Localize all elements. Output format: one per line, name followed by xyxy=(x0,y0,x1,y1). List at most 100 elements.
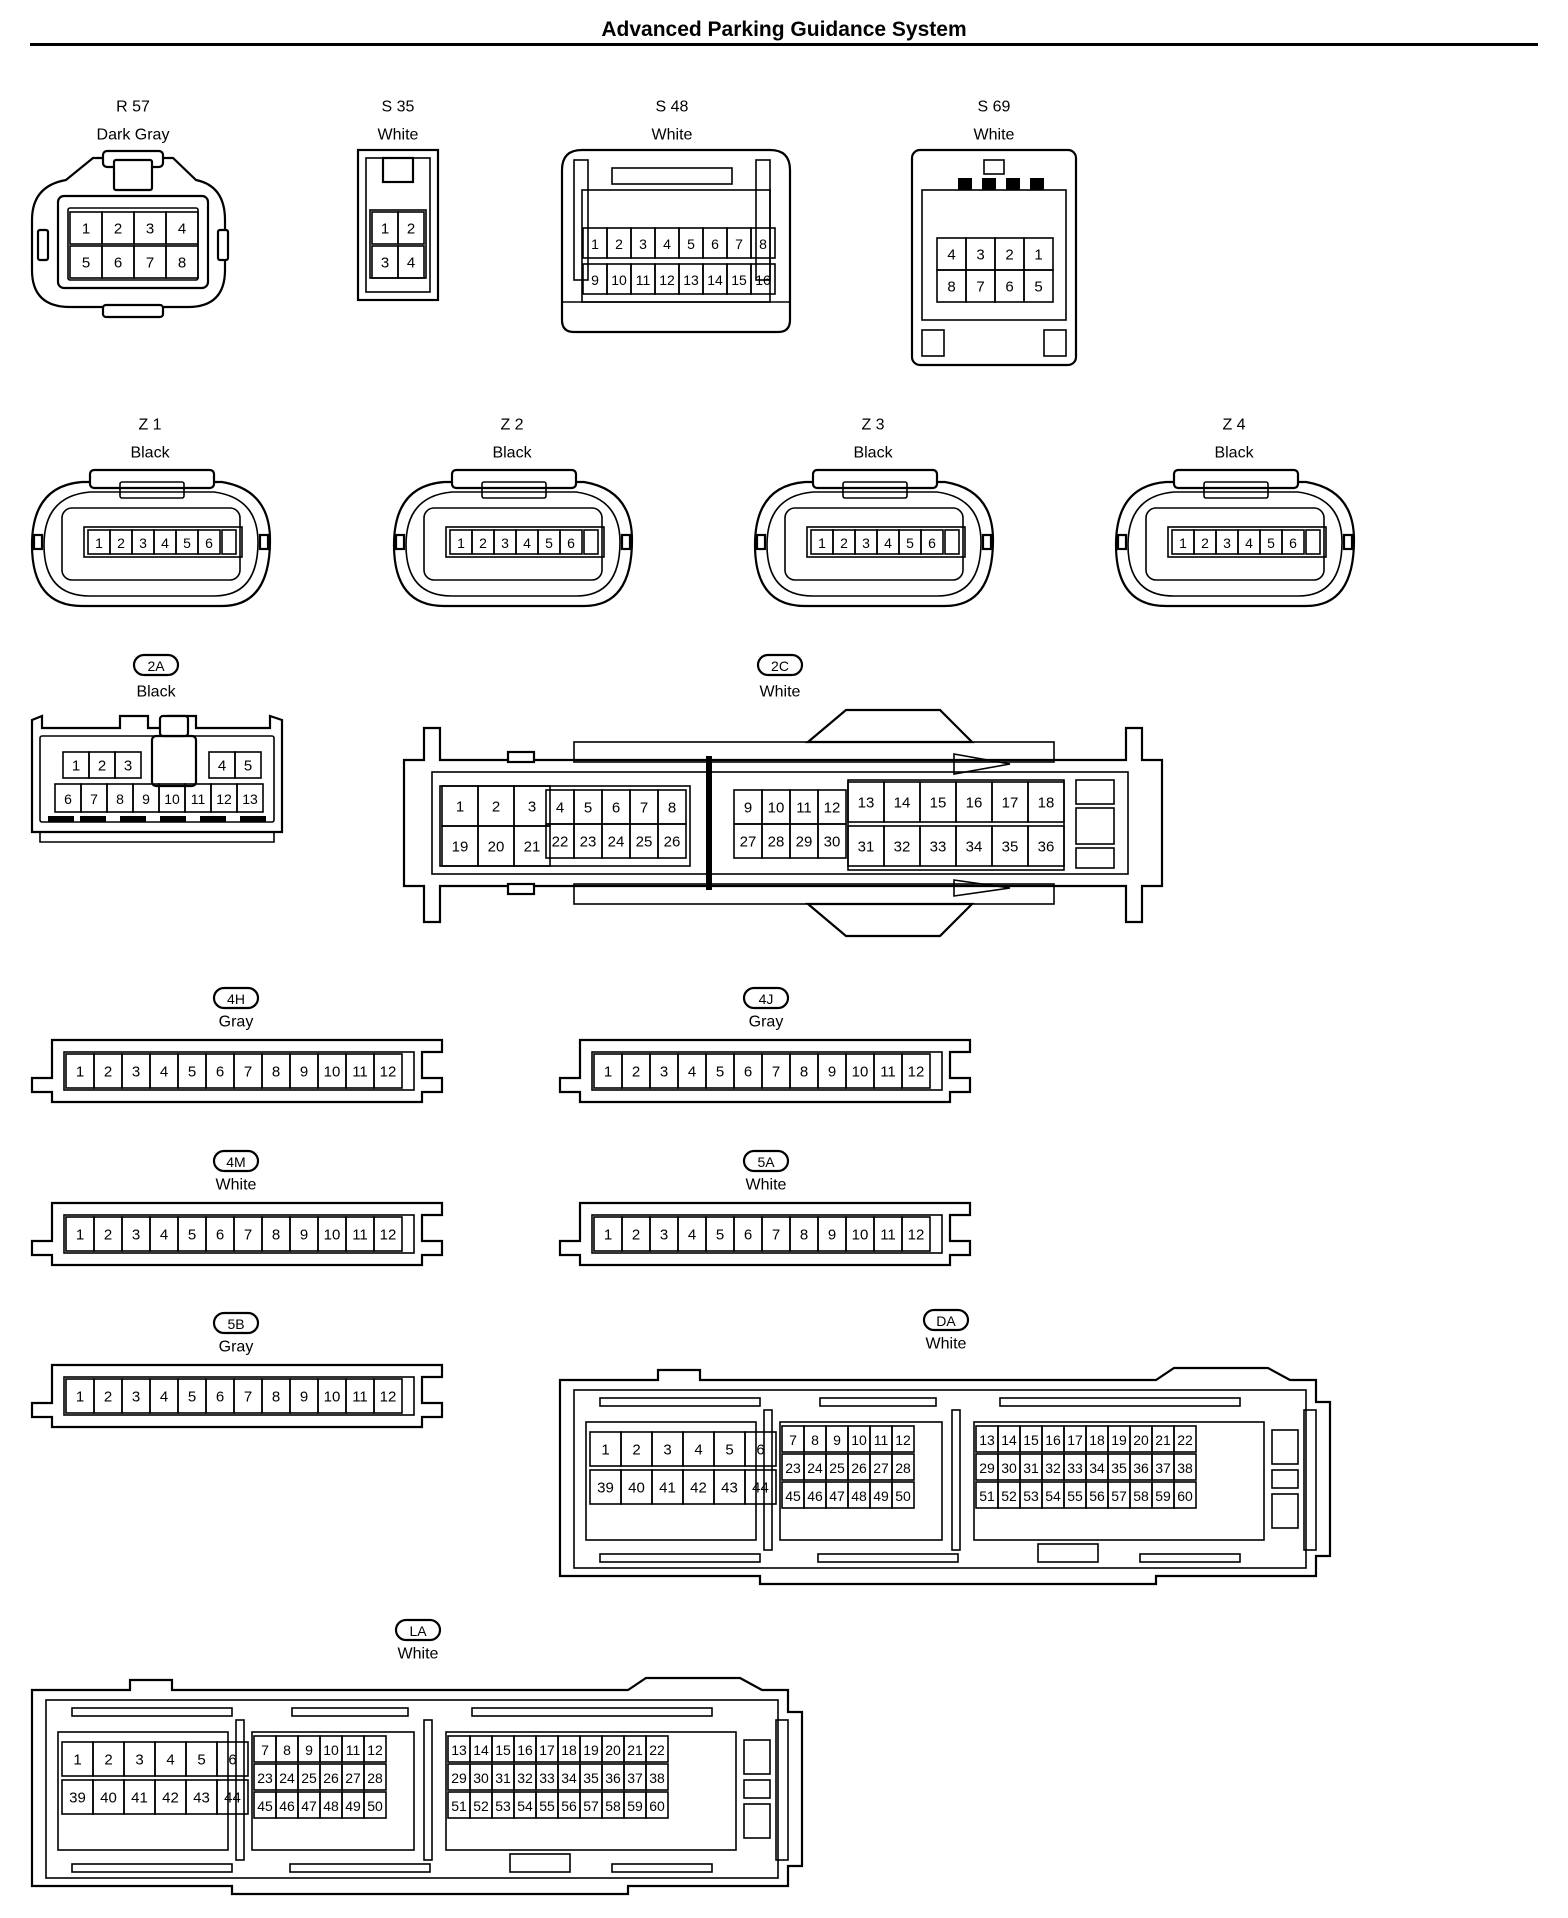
pin-number: 6 xyxy=(64,791,72,807)
pin-number: 55 xyxy=(1067,1488,1083,1504)
pin-number: 10 xyxy=(611,272,627,288)
pin-cell xyxy=(891,1425,915,1453)
pin-number: 6 xyxy=(1005,279,1013,296)
pin-number: 4 xyxy=(218,758,226,775)
pin-cell xyxy=(373,1216,403,1252)
connector-id: Z 1 xyxy=(138,417,161,434)
pin-number: 6 xyxy=(216,1064,224,1081)
pin-number: 17 xyxy=(1002,795,1019,812)
pin-cell xyxy=(363,1791,387,1819)
pin-number: 4 xyxy=(1245,535,1253,551)
latch-tab xyxy=(982,178,996,190)
housing-part xyxy=(1075,779,1115,805)
pin-number: 11 xyxy=(880,1227,896,1244)
rib xyxy=(240,816,266,822)
pin-cell xyxy=(645,1791,669,1819)
pin-number: 21 xyxy=(1155,1432,1171,1448)
pin-number: 5 xyxy=(906,535,914,551)
pin-cell xyxy=(901,1053,931,1089)
pin-cell xyxy=(1281,529,1305,555)
connector-color: Black xyxy=(136,684,176,701)
housing-part xyxy=(381,156,415,184)
pin-number: 60 xyxy=(649,1798,665,1814)
pin-number: 59 xyxy=(627,1798,643,1814)
pin-cell xyxy=(373,1378,403,1414)
pin-number: 4 xyxy=(688,1227,696,1244)
pin-number: 54 xyxy=(517,1798,533,1814)
pin-number: 26 xyxy=(851,1460,867,1476)
pin-cell xyxy=(1173,1481,1197,1509)
pin-number: 2 xyxy=(104,1752,112,1769)
pin-cell xyxy=(397,245,425,279)
pin-number: 30 xyxy=(1001,1460,1017,1476)
pin-number: 3 xyxy=(862,535,870,551)
housing-outline xyxy=(804,902,975,938)
pin-number: 10 xyxy=(164,791,180,807)
housing-part xyxy=(951,1409,961,1551)
housing-outline xyxy=(953,879,1011,897)
pin-number: 2 xyxy=(1005,247,1013,264)
pin-number: 9 xyxy=(591,272,599,288)
divider xyxy=(706,756,712,890)
pin-number: 16 xyxy=(966,795,983,812)
housing-part xyxy=(599,1397,761,1407)
connector-id-badge xyxy=(756,653,804,677)
pin-number: 3 xyxy=(381,255,389,272)
pin-number: 4 xyxy=(556,800,564,817)
connector-color: White xyxy=(378,127,419,144)
pin-number: 15 xyxy=(930,795,947,812)
pin-number: 5 xyxy=(545,535,553,551)
pin-number: 50 xyxy=(895,1488,911,1504)
housing-part xyxy=(779,1421,943,1541)
pin-number: 10 xyxy=(324,1064,341,1081)
housing-outline xyxy=(1114,480,1356,608)
pin-number: 10 xyxy=(324,1227,341,1244)
housing-part xyxy=(973,1421,1265,1541)
housing-part xyxy=(57,1731,229,1851)
housing-part xyxy=(755,533,767,551)
pin-number: 29 xyxy=(451,1770,467,1786)
pin-number: 31 xyxy=(495,1770,511,1786)
pin-number: 1 xyxy=(381,221,389,238)
pin-number: 15 xyxy=(495,1742,511,1758)
housing-part xyxy=(743,1739,771,1775)
pin-number: 9 xyxy=(300,1389,308,1406)
pin-number: 10 xyxy=(852,1227,869,1244)
pin-number: 20 xyxy=(605,1742,621,1758)
pin-cell xyxy=(657,823,687,859)
housing-part xyxy=(450,468,578,490)
pin-number: 32 xyxy=(517,1770,533,1786)
pin-number: 33 xyxy=(1067,1460,1083,1476)
pin-number: 5 xyxy=(244,758,252,775)
pin-number: 12 xyxy=(367,1742,383,1758)
pin-number: 9 xyxy=(305,1742,313,1758)
housing-outline xyxy=(558,1038,972,1104)
connector-id: 4J xyxy=(759,991,774,1007)
pin-number: 58 xyxy=(1133,1488,1149,1504)
pin-cell xyxy=(234,751,262,779)
pin-number: 27 xyxy=(345,1770,361,1786)
pin-number: 1 xyxy=(76,1064,84,1081)
housing-part xyxy=(431,771,1129,875)
pin-number: 3 xyxy=(135,1752,143,1769)
pin-number: 53 xyxy=(1023,1488,1039,1504)
connector-color: Gray xyxy=(219,1339,254,1356)
pin-number: 3 xyxy=(660,1064,668,1081)
connector-id: DA xyxy=(936,1313,956,1329)
pin-number: 2 xyxy=(632,1064,640,1081)
housing-part xyxy=(32,533,44,551)
pin-cell xyxy=(750,227,776,259)
rib xyxy=(48,816,74,822)
pin-number: 12 xyxy=(895,1432,911,1448)
pin-number: 3 xyxy=(146,221,154,238)
pin-number: 42 xyxy=(162,1790,179,1807)
pin-number: 3 xyxy=(132,1227,140,1244)
pin-cell xyxy=(744,1431,777,1467)
pin-number: 14 xyxy=(473,1742,489,1758)
pin-number: 9 xyxy=(833,1432,841,1448)
pin-cell xyxy=(397,211,425,245)
